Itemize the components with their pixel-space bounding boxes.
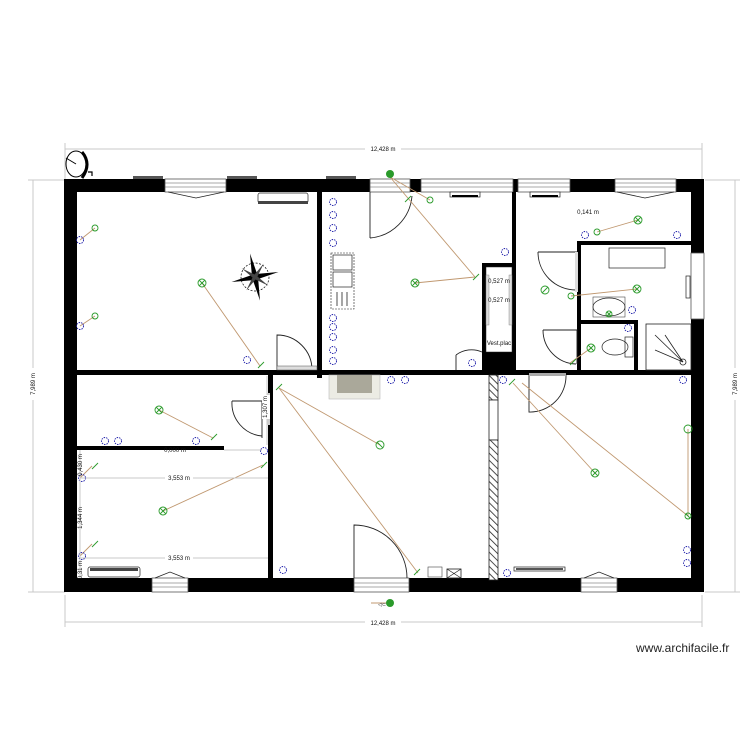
- kitchen-counter: [330, 252, 355, 310]
- radiators: [87, 191, 566, 578]
- room-width-label-1: 3,553 m: [168, 476, 190, 482]
- top-width-label: 12,428 m: [370, 147, 395, 153]
- bath-dimension-label: 0,141 m: [577, 210, 599, 216]
- interior-dimensions: 1,307 m 3,553 m 3,553 m 0,000 m 0,430 m …: [78, 210, 599, 579]
- light-points: [91, 196, 693, 520]
- dimension-right: 7,989 m: [705, 179, 740, 593]
- dimension-bottom: 12,428 m: [64, 595, 703, 627]
- partition-label: 0,000 m: [164, 448, 186, 454]
- satellite-dish-icon: [65, 150, 93, 179]
- electrical-wiring: [79, 176, 689, 604]
- switch-points: [91, 195, 577, 576]
- closet-label: Vest.plac: [487, 341, 511, 347]
- svg-text:◁⊂: ◁⊂: [378, 602, 386, 608]
- dimension-top: 12,428 m: [64, 143, 703, 180]
- watermark: www.archifacile.fr: [636, 641, 730, 655]
- bottom-width-label: 12,428 m: [370, 621, 395, 627]
- appliance-boxes: [427, 566, 462, 579]
- window-right: [690, 252, 705, 320]
- left-seg-label-1: 0,430 m: [78, 454, 84, 476]
- closet-width-label-1: 0,527 m: [488, 279, 510, 285]
- doors: [231, 192, 578, 579]
- exterior-lights: ◁⊂: [378, 170, 394, 608]
- hatched-partition: [488, 374, 499, 581]
- fireplace: [328, 374, 381, 400]
- windows-top: [133, 176, 677, 199]
- left-height-label: 7,989 m: [31, 373, 37, 395]
- partition-height-label: 1,307 m: [263, 396, 269, 418]
- right-height-label: 7,989 m: [733, 373, 739, 395]
- outer-walls: [64, 179, 704, 592]
- left-seg-label-2: 1,344 m: [78, 507, 84, 529]
- closet-width-label-2: 0,527 m: [488, 298, 510, 304]
- closet: 0,527 m 0,527 m Vest.plac: [485, 266, 513, 353]
- dimension-left: 7,989 m: [28, 179, 65, 593]
- windows-bottom: [151, 571, 618, 593]
- room-width-label-2: 3,553 m: [168, 556, 190, 562]
- bathroom-fixtures: [592, 247, 692, 371]
- interior-walls: [77, 192, 692, 578]
- sockets: [76, 198, 691, 577]
- compass-rose-icon: [231, 253, 279, 301]
- left-seg-label-3: 0,31 m: [78, 561, 84, 579]
